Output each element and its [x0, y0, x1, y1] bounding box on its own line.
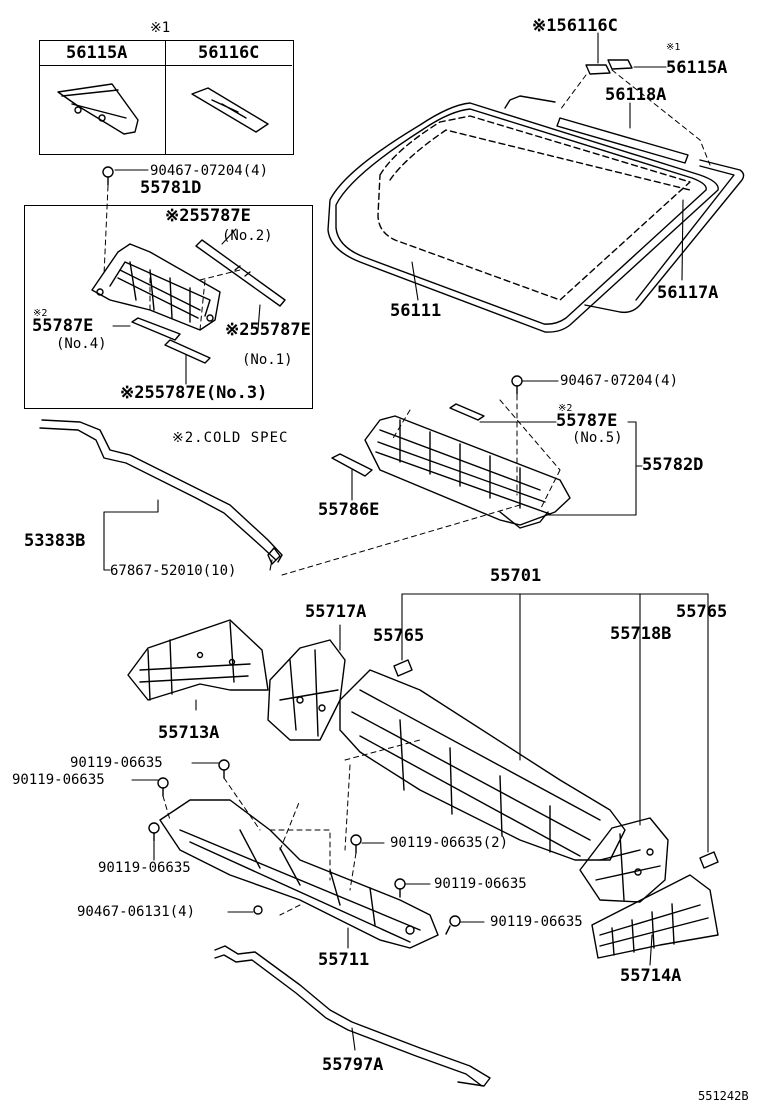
cowl-panel-55711 [159, 799, 439, 949]
label-90119-06635-d: 90119-06635(2) [390, 835, 509, 851]
label-55765-right: 55765 [676, 602, 728, 622]
cowl-panel-55701 [339, 669, 626, 861]
label-figure-code: 551242B [698, 1089, 749, 1103]
cowl-top-panel-55781D [91, 243, 221, 331]
label-55786E: 55786E [318, 500, 380, 520]
windshield-glass [327, 102, 719, 333]
hood-seal-53383B [39, 419, 283, 565]
leader-lines [103, 32, 709, 1051]
label-90467-07204-top: 90467-07204(4) [150, 163, 269, 179]
accessory-box-column-divider [165, 40, 166, 154]
panel-55713A [127, 619, 269, 701]
cowl-louver-55782D [364, 415, 571, 529]
label-90119-06635-c: 90119-06635 [98, 860, 191, 876]
label-56116C-box: 56116C [198, 43, 260, 63]
label-55797A: 55797A [322, 1055, 384, 1075]
seals-55787E-box [131, 239, 286, 364]
bracket-55717A [267, 639, 346, 741]
label-56115A-box: 56115A [66, 43, 128, 63]
label-90467-07204-right: 90467-07204(4) [560, 373, 679, 389]
label-56117A: 56117A [657, 283, 719, 303]
label-55781D: 55781D [140, 178, 202, 198]
dashed-guides [103, 69, 711, 916]
label-55701: 55701 [490, 566, 542, 586]
label-no1: (No.1) [242, 352, 293, 368]
label-55717A: 55717A [305, 602, 367, 622]
label-56116C-top: ※156116C [532, 16, 618, 36]
label-no2: (No.2) [222, 228, 273, 244]
seal-55787E-no5 [449, 403, 485, 421]
label-56118A: 56118A [605, 85, 667, 105]
label-kome1-top: ※1 [150, 20, 171, 36]
label-56115A-right: 56115A [666, 58, 728, 78]
label-kome2-no4: ※2 [33, 308, 48, 319]
label-55787E-no4: 55787E [32, 316, 94, 336]
moulding-56118A [556, 117, 689, 164]
label-56111: 56111 [390, 301, 442, 321]
label-55714A: 55714A [620, 966, 682, 986]
label-55718B: 55718B [610, 624, 672, 644]
clips-56116C-56115A [585, 59, 633, 75]
label-67867-52010: 67867-52010(10) [110, 563, 237, 579]
label-55787E-no5: 55787E [556, 411, 618, 431]
label-90119-06635-f: 90119-06635 [490, 914, 583, 930]
seal-55786E [331, 453, 373, 477]
label-53383B: 53383B [24, 531, 86, 551]
panel-55714A [591, 874, 719, 959]
bolts [102, 166, 719, 935]
label-90119-06635-a: 90119-06635 [70, 755, 163, 771]
label-55765-mid: 55765 [373, 626, 425, 646]
label-90119-06635-b: 90119-06635 [12, 772, 105, 788]
seal-55797A [214, 945, 491, 1087]
label-no4: (No.4) [56, 336, 107, 352]
label-55782D: 55782D [642, 455, 704, 475]
accessory-box [39, 40, 294, 155]
label-kome2-no5: ※2 [558, 403, 573, 414]
accessory-box-illustrations [57, 83, 269, 135]
cold-spec-box [24, 205, 313, 409]
label-55787E-no1: ※255787E [225, 320, 311, 340]
label-90467-06131: 90467-06131(4) [77, 904, 196, 920]
windshield-moulding-56117A [504, 95, 745, 314]
bracket-55718B [579, 817, 669, 903]
label-90119-06635-e: 90119-06635 [434, 876, 527, 892]
label-cold-spec: ※2.COLD SPEC [172, 430, 289, 446]
label-55711: 55711 [318, 950, 370, 970]
label-55787E-no3: ※255787E(No.3) [120, 383, 268, 403]
label-55713A: 55713A [158, 723, 220, 743]
label-kome1-right: ※1 [666, 42, 681, 53]
label-no5: (No.5) [572, 430, 623, 446]
label-55787E-no2: ※255787E [165, 206, 251, 226]
